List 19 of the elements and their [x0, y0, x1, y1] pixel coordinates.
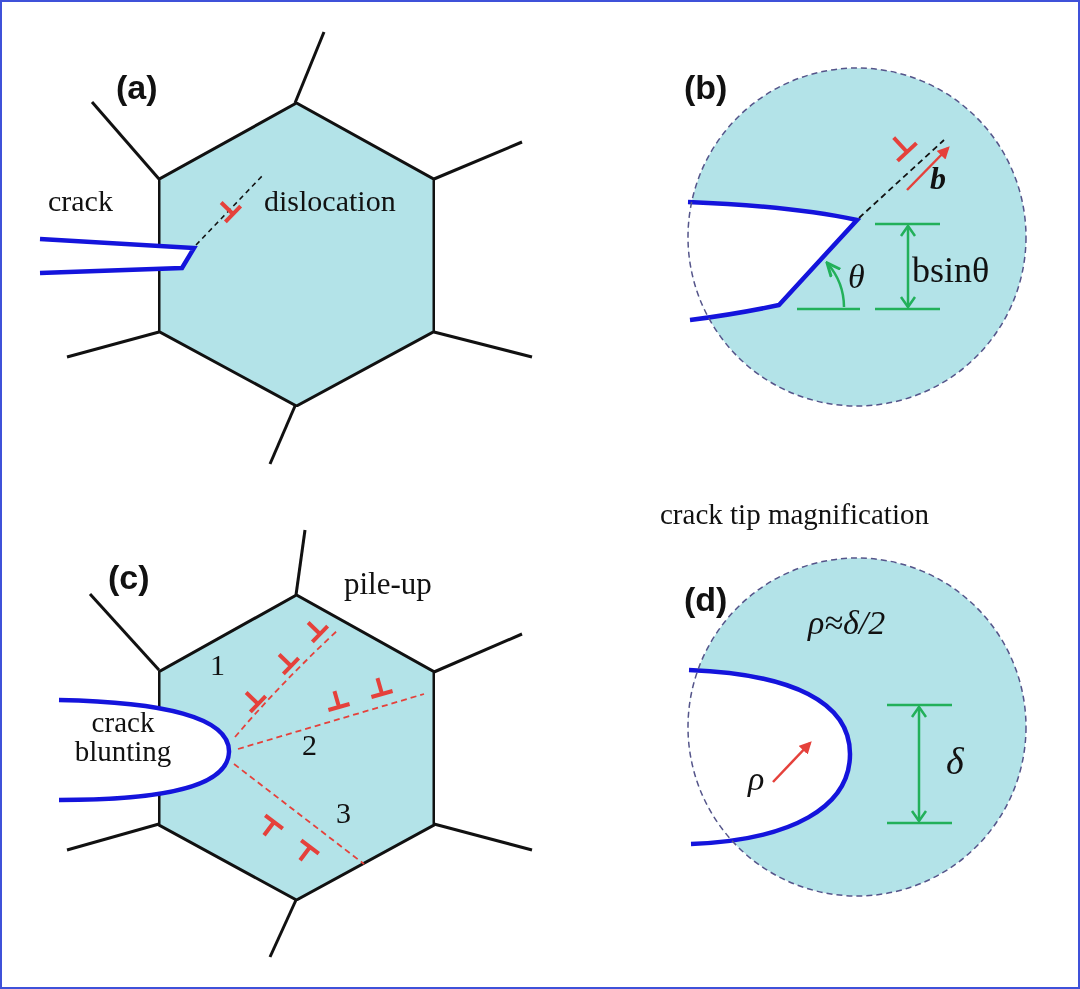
radius-formula: ρ≈δ/2: [808, 606, 887, 640]
width-symbol: δ: [946, 742, 965, 780]
slip-plane-number: 2: [302, 730, 318, 760]
displacement-label: bsinθ: [912, 252, 991, 288]
radius-symbol: ρ: [748, 762, 766, 796]
panel-label: (b): [684, 70, 729, 104]
angle-label: θ: [848, 260, 866, 294]
crack-label: crack: [48, 186, 114, 216]
panel-label: (d): [684, 582, 729, 616]
pile-up-label: pile-up: [344, 568, 433, 599]
panel-label: (a): [116, 70, 159, 104]
grain-hexagon: [158, 102, 435, 407]
slip-plane-number: 3: [336, 798, 352, 828]
burgers-vector-label: b: [930, 162, 947, 194]
crack-blunting-label: crack blunting: [73, 708, 173, 766]
caption-text: crack tip magnification: [660, 500, 930, 529]
panel-label: (c): [108, 560, 151, 594]
slip-label: dislocation: [264, 186, 397, 216]
slip-plane-number: 1: [210, 650, 226, 680]
